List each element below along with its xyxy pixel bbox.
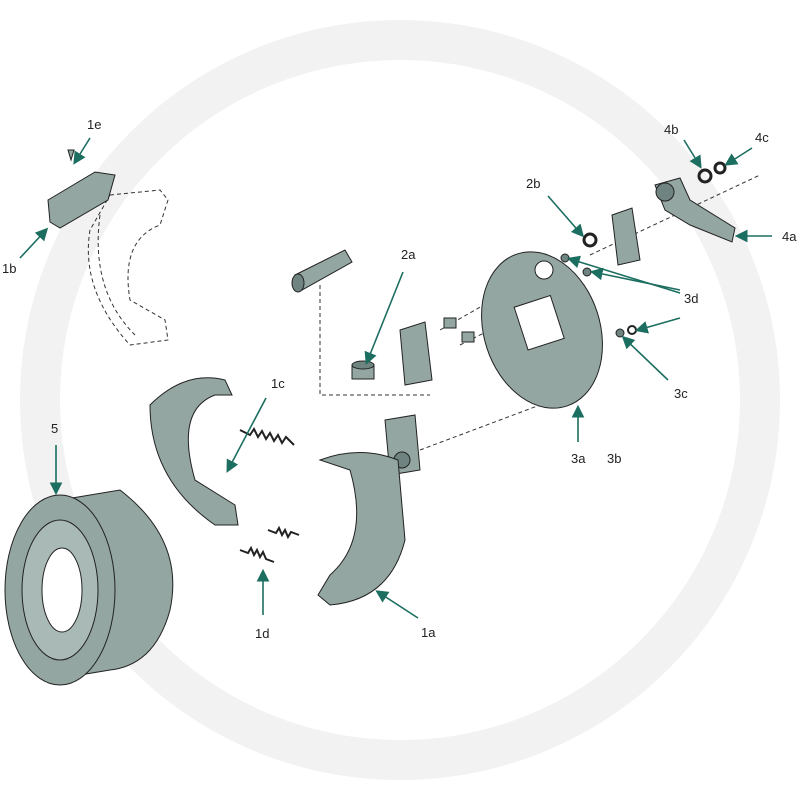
- spring-1d: [239, 545, 275, 563]
- callout-arrows: [19, 137, 772, 619]
- assembly-line: [319, 285, 430, 396]
- ring-2b: [582, 232, 598, 248]
- bushing-2a: [351, 360, 375, 380]
- ring-4c: [713, 161, 727, 175]
- spring-1d: [267, 525, 300, 540]
- lining-segment-1b: [47, 171, 116, 229]
- bolt: [443, 317, 457, 329]
- bracket-2b: [611, 207, 641, 266]
- watermark-ring: [20, 20, 780, 780]
- brake-shoe-1a: [317, 452, 406, 606]
- label-2a: 2a: [401, 247, 416, 262]
- label-1c: 1c: [271, 376, 285, 391]
- rivet-1e: [67, 149, 75, 162]
- label-3a: 3a: [571, 451, 586, 466]
- label-3b: 3b: [607, 451, 622, 466]
- ring-4b: [697, 168, 713, 184]
- label-1b: 1b: [2, 261, 17, 276]
- label-4c: 4c: [755, 130, 769, 145]
- label-3d: 3d: [684, 291, 699, 306]
- label-2b: 2b: [526, 176, 541, 191]
- label-1d: 1d: [255, 626, 270, 641]
- label-4b: 4b: [664, 122, 679, 137]
- anchor-pin: [291, 249, 353, 293]
- shoe-outline-dashed: [87, 189, 169, 346]
- nut-3c: [615, 328, 625, 338]
- slack-adjuster-4a: [654, 177, 736, 243]
- washer-3d: [560, 253, 570, 263]
- backing-plate-3a: [481, 251, 603, 409]
- washer-3d: [582, 267, 592, 277]
- brake-shoe: [149, 377, 239, 526]
- washer-3c: [627, 325, 637, 335]
- brake-drum-5: [4, 489, 174, 686]
- label-4a: 4a: [782, 229, 797, 244]
- label-5: 5: [51, 421, 59, 436]
- label-1e: 1e: [87, 117, 102, 132]
- bracket: [399, 321, 433, 386]
- bolt: [461, 331, 475, 343]
- label-3c: 3c: [674, 386, 688, 401]
- spring-1c: [239, 427, 295, 446]
- label-1a: 1a: [421, 625, 436, 640]
